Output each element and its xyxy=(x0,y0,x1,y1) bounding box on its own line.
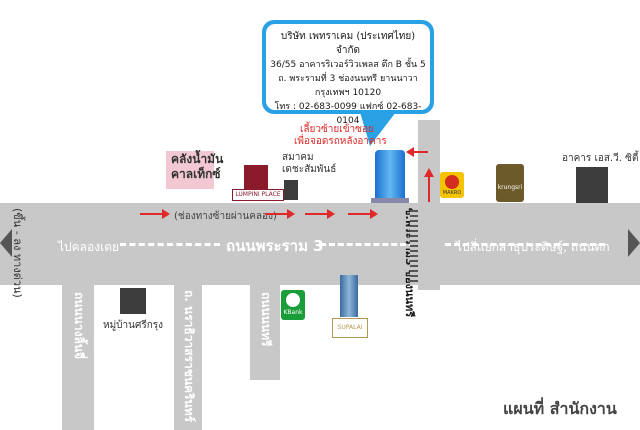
caltex-depot-label: คลังน้ำมัน คาลเท็กซ์ xyxy=(171,152,224,181)
supalai-building xyxy=(340,275,358,317)
turn-note-line2: เพื่อจอดรถหลังอาคาร xyxy=(294,136,387,147)
caltex-depot xyxy=(166,151,214,189)
route-arrow-2-line xyxy=(265,213,289,215)
office-callout: บริษัท เพทราเคม (ประเทศไทย) จำกัด 36/55 … xyxy=(262,20,434,126)
soi-nanglinchi-label: ถนนนางลิ้นจี่ xyxy=(72,292,86,360)
road-narathiwat xyxy=(174,285,202,430)
route-arrow-2-head xyxy=(287,209,295,219)
road-nonsi xyxy=(250,285,280,380)
kbank-logo-circle xyxy=(286,293,300,307)
left-vertical-label: (ขึ้น - ลง ทางด่วน) xyxy=(11,208,24,298)
turn-note-line1: เลี้ยวซ้ายเข้าซอย xyxy=(300,124,374,135)
main-road-left-arrow xyxy=(0,229,12,257)
route-arrow-3-line xyxy=(305,213,329,215)
lane-divider-right xyxy=(445,243,605,246)
muban-building xyxy=(120,288,146,314)
office-building-base xyxy=(371,198,409,203)
address-line-2: ถ. พระรามที่ 3 ช่องนนทรี ยานนาวา xyxy=(278,74,418,84)
crossing-stripes xyxy=(410,210,418,285)
office-building-icon xyxy=(375,150,405,202)
kbank-logo-text: KBank xyxy=(283,309,303,316)
muban-label: หมู่บ้านศรีกรุง xyxy=(103,320,164,331)
eclub-building xyxy=(576,167,608,203)
route-arrow-left-line xyxy=(414,151,428,153)
krungsri-logo xyxy=(496,164,524,202)
supalai-logo: SUPALAI xyxy=(332,318,368,338)
callout-tail xyxy=(360,112,396,146)
address-line-1: 36/55 อาคารริเวอร์วิวเพลส ตึก B ชั้น 5 xyxy=(270,60,426,70)
samakom-label: สมาคม เดชะสัมพันธ์ xyxy=(282,152,337,175)
phone-line: โทร : 02-683-0099 แฟกซ์ 02-683-0104 xyxy=(274,102,422,126)
route-arrow-4-line xyxy=(348,213,372,215)
krungsri-logo-text: krungsri xyxy=(497,184,523,191)
lumpini-logo: LUMPINI PLACE xyxy=(232,189,284,201)
road-soi-nanglinchi xyxy=(62,285,94,430)
lumpini-building xyxy=(244,165,268,191)
lane-divider-mid xyxy=(320,243,415,246)
map-title: แผนที่ สำนักงาน xyxy=(503,399,617,418)
samakom-building xyxy=(284,180,298,200)
soi-narathiwat-label: ถ. นราธิวาสราชนครินทร์ xyxy=(182,290,196,423)
road-soi-rama3 xyxy=(418,120,440,290)
route-arrow-left-head xyxy=(406,147,414,157)
eclub-label: อาคาร เอส.วี. ซิตี้ xyxy=(562,153,639,164)
route-arrow-up-head xyxy=(424,168,434,177)
company-name: บริษัท เพทราเคม (ประเทศไทย) จำกัด xyxy=(280,31,416,56)
main-road-left-label: ไปคลองเตย xyxy=(58,240,120,254)
route-arrow-1-line xyxy=(140,213,164,215)
route-arrow-up-line xyxy=(428,176,430,202)
main-road-right-arrow xyxy=(628,229,640,257)
route-arrow-4-head xyxy=(370,209,378,219)
address-line-3: กรุงเทพฯ 10120 xyxy=(314,88,382,98)
makro-logo-text: MAKRO xyxy=(442,190,462,196)
main-road-right-label: ไปสี่แยกสาธุประดิษฐ์, ถนนตก xyxy=(456,240,610,254)
route-arrow-3-head xyxy=(327,209,335,219)
route-arrow-1-head xyxy=(162,209,170,219)
main-road-label: ถนนพระราม 3 xyxy=(226,237,324,255)
lane-divider-left xyxy=(120,243,220,246)
lane-note-label: (ช่องทางซ้ายผ่านคลอง) xyxy=(174,211,277,222)
soi-nonsi-label: ถนนนนทรี xyxy=(259,292,273,347)
makro-logo-circle xyxy=(445,175,459,189)
